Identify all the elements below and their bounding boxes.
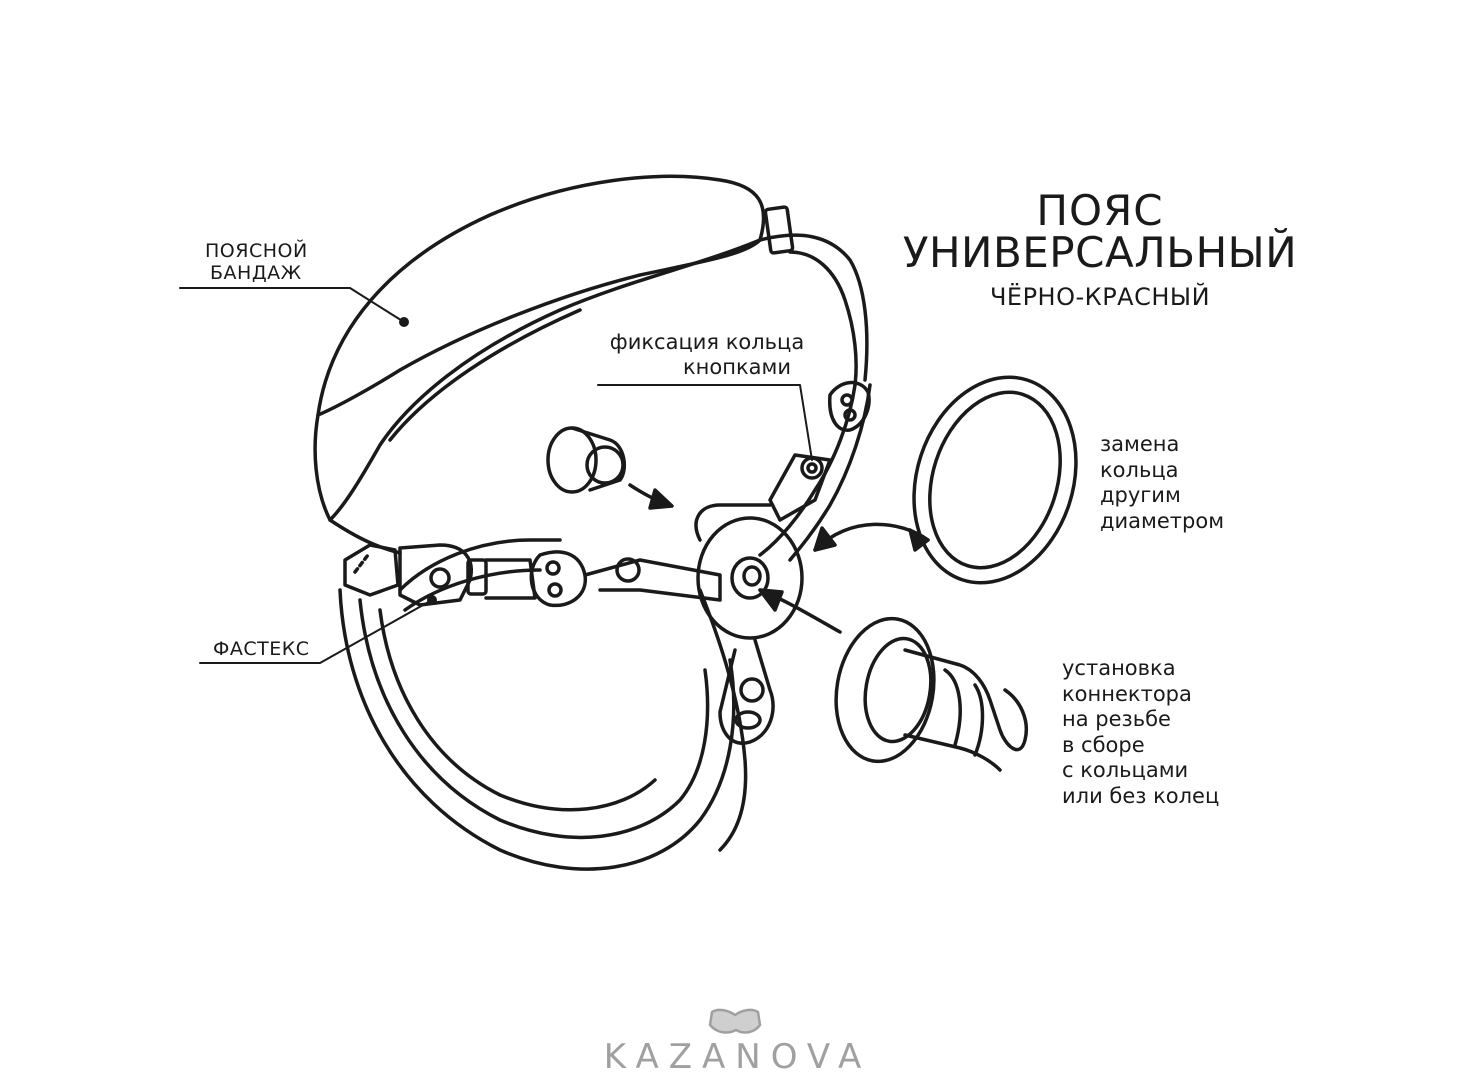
arrows <box>628 483 930 634</box>
callout-connector-line: на резьбе <box>1062 707 1171 732</box>
spare-ring <box>912 375 1078 585</box>
callout-ring-replacement: замена кольца другим диаметром <box>1100 432 1224 534</box>
callout-connector-line: с кольцами <box>1062 758 1189 783</box>
callout-waist-band: ПОЯСНОЙ БАНДАЖ <box>205 240 308 285</box>
callout-ring-replacement-line: диаметром <box>1100 508 1225 533</box>
mask-icon <box>708 1008 762 1034</box>
kazanova-logo: KAZANOVA <box>603 1037 872 1077</box>
callout-fastex: ФАСТЕКС <box>213 638 310 660</box>
snap-button <box>546 426 627 494</box>
callout-ring-fixation: фиксация кольца кнопками <box>598 330 816 380</box>
side-strap <box>758 380 872 562</box>
connector <box>834 616 1028 772</box>
callout-connector-line: установка <box>1062 656 1176 680</box>
callout-ring-fixation-line: фиксация кольца <box>609 330 805 354</box>
callout-waist-band-line: БАНДАЖ <box>210 262 302 285</box>
callout-connector-line: или без колец <box>1062 784 1220 809</box>
title-line-3: ЧЁРНО-КРАСНЫЙ <box>989 283 1211 311</box>
title-line-2: УНИВЕРСАЛЬНЫЙ <box>902 228 1298 277</box>
o-ring-plate <box>529 503 804 745</box>
callout-connector-line: коннектора <box>1062 681 1192 706</box>
title-line-1: ПОЯС <box>1036 186 1164 235</box>
callout-fastex-line: ФАСТЕКС <box>213 638 310 660</box>
waist-band <box>313 174 869 555</box>
fastex-buckle <box>343 543 537 607</box>
callout-waist-band-line: ПОЯСНОЙ <box>205 240 308 262</box>
callout-connector-line: в сборе <box>1062 732 1145 757</box>
leader-lines <box>179 287 813 664</box>
callout-ring-replacement-line: кольца <box>1100 457 1179 482</box>
callout-ring-replacement-line: замена <box>1100 432 1180 456</box>
callout-connector: установка коннектора на резьбе в сборе с… <box>1062 656 1219 810</box>
callout-ring-fixation-line: кнопками <box>682 354 792 379</box>
callout-ring-replacement-line: другим <box>1100 483 1181 508</box>
